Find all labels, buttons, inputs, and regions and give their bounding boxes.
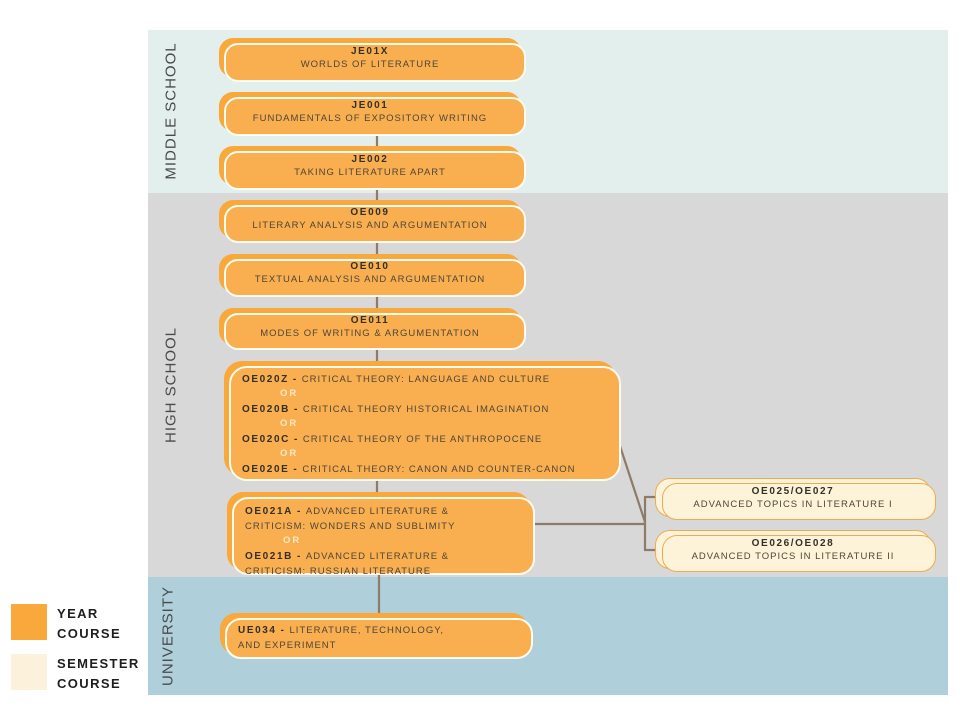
course-box-je002: JE002 TAKING LITERATURE APART (219, 146, 521, 185)
course-box-oe025-oe027: OE025/OE027 ADVANCED TOPICS IN LITERATUR… (655, 478, 931, 517)
course-box-oe020: OE020Z-CRITICAL THEORY: LANGUAGE AND CUL… (224, 361, 616, 476)
course-name: WORLDS OF LITERATURE (300, 58, 440, 70)
course-option: OE020C-CRITICAL THEORY OF THE ANTHROPOCE… (242, 434, 543, 445)
legend-label-year-course: YEAR COURSE (57, 604, 121, 644)
course-code: OE025/OE027 (751, 485, 835, 497)
or-label: OR (280, 388, 299, 399)
band-label-university: UNIVERSITY (159, 585, 177, 687)
course-option: OE021A-ADVANCED LITERATURE & CRITICISM: … (245, 506, 456, 532)
legend-line: SEMESTER (57, 656, 140, 671)
course-option: OE020Z-CRITICAL THEORY: LANGUAGE AND CUL… (242, 374, 551, 385)
course-code: OE026/OE028 (751, 537, 835, 549)
legend-label-semester-course: SEMESTER COURSE (57, 654, 140, 694)
course-code: OE009 (350, 207, 390, 218)
course-code: OE011 (350, 314, 390, 326)
legend-line: COURSE (57, 626, 122, 641)
course-box-je01x: JE01X WORLDS OF LITERATURE (219, 38, 521, 77)
course-name: FUNDAMENTALS OF EXPOSITORY WRITING (252, 112, 488, 124)
course-code: JE001 (351, 99, 389, 111)
course-name: MODES OF WRITING & ARGUMENTATION (260, 327, 480, 339)
or-label: OR (280, 418, 299, 429)
course-name: TEXTUAL ANALYSIS AND ARGUMENTATION (254, 274, 486, 285)
legend-swatch-semester-course (11, 654, 47, 690)
course-name: ADVANCED TOPICS IN LITERATURE I (693, 498, 893, 510)
course-name: LITERARY ANALYSIS AND ARGUMENTATION (252, 220, 488, 231)
course-option: OE020B-CRITICAL THEORY HISTORICAL IMAGIN… (242, 404, 550, 415)
course-box-oe009: OE009 LITERARY ANALYSIS AND ARGUMENTATIO… (219, 200, 521, 238)
course-name: ADVANCED TOPICS IN LITERATURE II (691, 550, 895, 562)
course-code: OE010 (350, 261, 390, 272)
band-label-middle-school: MIDDLE SCHOOL (162, 42, 180, 180)
course-option: OE021B-ADVANCED LITERATURE & CRITICISM: … (245, 551, 450, 577)
course-box-oe011: OE011 MODES OF WRITING & ARGUMENTATION (219, 308, 521, 345)
band-label-high-school: HIGH SCHOOL (162, 326, 180, 444)
course-name: TAKING LITERATURE APART (294, 166, 446, 178)
or-label: OR (283, 535, 302, 546)
course-box-oe010: OE010 TEXTUAL ANALYSIS AND ARGUMENTATION (219, 254, 521, 292)
course-option: OE020E-CRITICAL THEORY: CANON AND COUNTE… (242, 464, 576, 475)
legend-line: YEAR (57, 606, 99, 621)
course-box-ue034: UE034-LITERATURE, TECHNOLOGY, AND EXPERI… (220, 613, 528, 654)
or-label: OR (280, 448, 299, 459)
course-box-oe021: OE021A-ADVANCED LITERATURE & CRITICISM: … (227, 492, 530, 577)
course-box-je001: JE001 FUNDAMENTALS OF EXPOSITORY WRITING (219, 92, 521, 131)
course-code: JE002 (351, 153, 389, 165)
course-box-oe026-oe028: OE026/OE028 ADVANCED TOPICS IN LITERATUR… (655, 530, 931, 569)
legend-line: COURSE (57, 676, 122, 691)
course-option: UE034-LITERATURE, TECHNOLOGY, AND EXPERI… (238, 625, 444, 651)
legend-swatch-year-course (11, 604, 47, 640)
course-code: JE01X (350, 45, 390, 57)
